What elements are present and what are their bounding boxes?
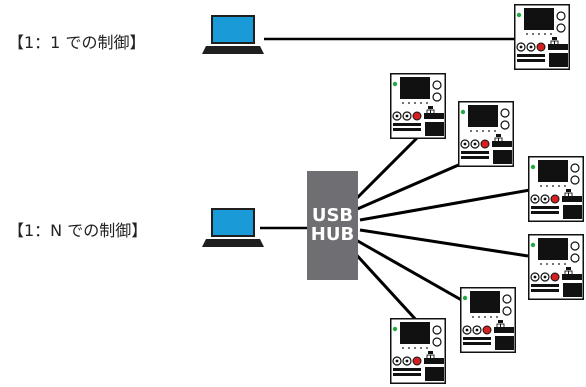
connection-line xyxy=(350,248,420,324)
power-supply-icon xyxy=(514,4,570,70)
usb-hub: USB HUB xyxy=(307,171,358,280)
connection-line xyxy=(359,188,531,222)
power-supply-icon xyxy=(528,234,584,300)
connection-line xyxy=(355,238,466,304)
usb-hub-box xyxy=(307,171,358,280)
connection-line xyxy=(359,228,529,258)
laptop-icon xyxy=(202,15,264,54)
power-supply-icon xyxy=(390,318,446,384)
power-supply-icon xyxy=(390,73,446,139)
connection-line xyxy=(354,158,471,212)
laptop-icon xyxy=(202,208,264,247)
label-one-to-n: 【1：N での制御】 xyxy=(8,221,147,240)
power-supply-icon xyxy=(528,156,584,222)
connection-line xyxy=(353,135,420,202)
power-supply-icon xyxy=(460,287,516,353)
power-supply-icon xyxy=(458,101,514,167)
usb-hub-label-line1: USB xyxy=(312,205,353,226)
usb-connection-lines xyxy=(350,135,531,324)
label-one-to-one: 【1：1 での制御】 xyxy=(8,33,145,52)
usb-hub-label-line2: HUB xyxy=(311,224,354,245)
